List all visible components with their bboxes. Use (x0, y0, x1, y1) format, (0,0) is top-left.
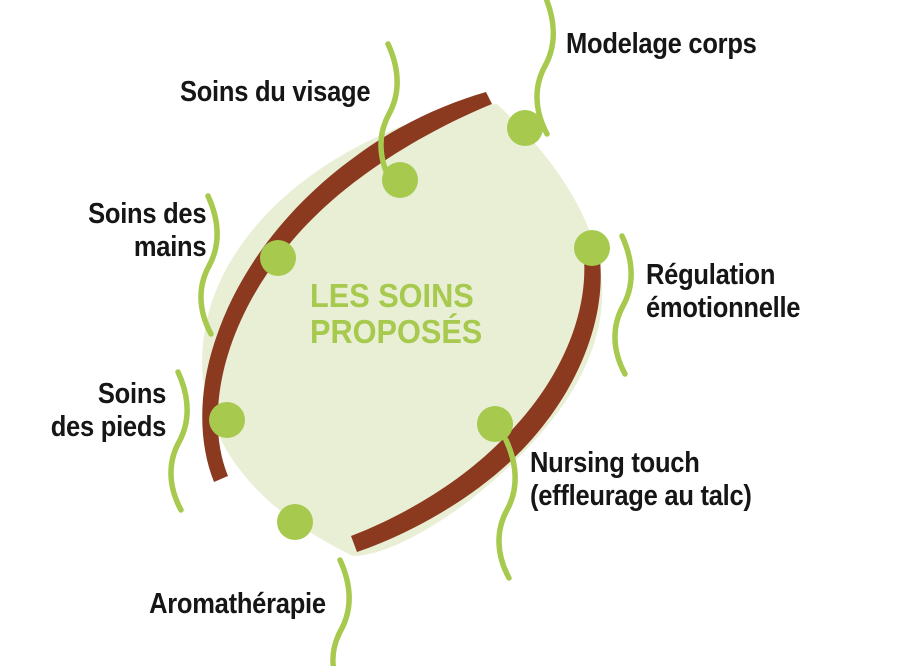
node-dot-regulation[interactable] (574, 230, 610, 266)
squiggle-bracket-soins-des-mains (198, 193, 220, 337)
node-dot-soins-des-mains[interactable] (260, 240, 296, 276)
squiggle-bracket-nursing-touch (496, 437, 518, 581)
label-soins-des-pieds: Soins des pieds (50, 378, 167, 443)
label-soins-des-mains: Soins des mains (87, 198, 206, 263)
node-dot-aromatherapie[interactable] (277, 504, 313, 540)
squiggle-bracket-soins-des-pieds (168, 369, 190, 513)
label-nursing-touch: Nursing touch (effleurage au talc) (530, 447, 752, 512)
squiggle-bracket-soins-du-visage (378, 41, 400, 185)
squiggle-bracket-aromatherapie (330, 557, 352, 666)
node-dot-modelage-corps[interactable] (507, 110, 543, 146)
center-title: LES SOINS PROPOSÉS (310, 277, 483, 350)
node-dot-nursing-touch[interactable] (477, 406, 513, 442)
label-modelage-corps: Modelage corps (566, 28, 757, 60)
node-dot-soins-du-visage[interactable] (382, 162, 418, 198)
arc-brown-upper (202, 92, 493, 482)
label-aromatherapie: Aromathérapie (149, 588, 326, 620)
arc-brown-lower (351, 258, 601, 552)
node-dot-soins-des-pieds[interactable] (209, 402, 245, 438)
label-regulation-emotionnelle: Régulation émotionnelle (646, 259, 801, 324)
squiggle-bracket-regulation (612, 233, 634, 377)
label-soins-du-visage: Soins du visage (179, 76, 371, 108)
squiggle-bracket-modelage-corps (534, 0, 556, 137)
